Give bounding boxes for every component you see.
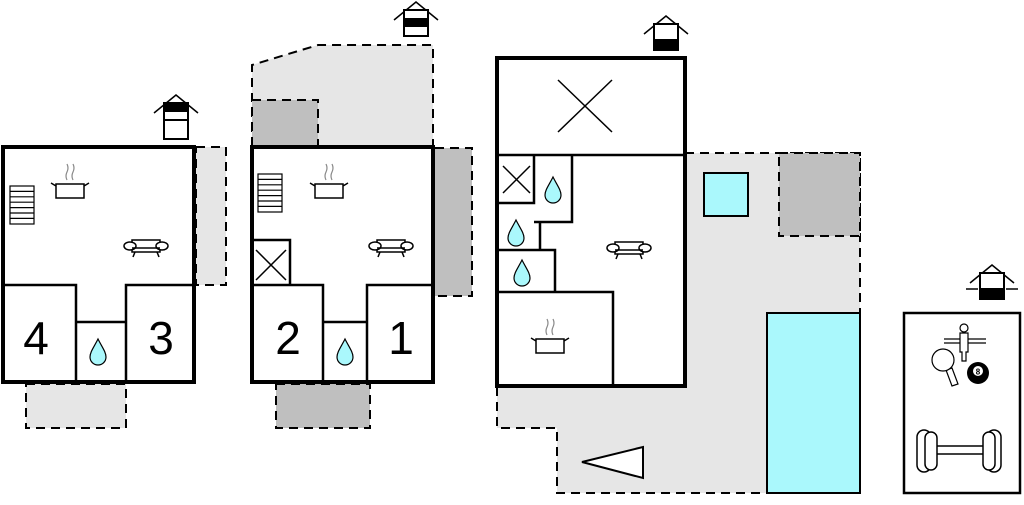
terrace-bottom — [25, 383, 127, 429]
billiard-ball-icon: 8 — [967, 362, 989, 384]
covered-terrace-bottom — [275, 383, 371, 429]
room-label-3: 3 — [148, 312, 174, 364]
x-mark-icon — [255, 249, 287, 281]
covered-terrace-right — [435, 148, 472, 296]
house-floor-icon — [969, 264, 1015, 300]
stairs-icon — [9, 185, 35, 225]
hot-tub — [703, 172, 749, 217]
house-floor-icon — [393, 1, 439, 37]
x-mark-icon — [557, 79, 613, 133]
house-floor-icon — [643, 15, 689, 51]
room-label-1: 1 — [388, 312, 414, 364]
direction-arrow-icon — [581, 445, 644, 480]
room-label-4: 4 — [23, 312, 49, 364]
billiard-ball-number: 8 — [976, 368, 981, 377]
table-football-icon — [944, 323, 986, 362]
terrace-right — [195, 146, 227, 286]
building-a: 4 3 — [1, 94, 227, 429]
covered-terrace-top — [251, 99, 319, 148]
house-floor-icon — [153, 94, 199, 140]
building-b: 2 1 — [250, 1, 473, 429]
dumbbell-icon — [916, 429, 1002, 473]
swimming-pool — [766, 312, 861, 494]
ping-pong-icon — [931, 348, 959, 387]
covered-terrace — [778, 152, 861, 237]
house-outline — [495, 56, 687, 388]
room-label-2: 2 — [275, 312, 301, 364]
building-c — [495, 15, 861, 494]
building-d: 8 — [902, 264, 1022, 495]
stairs-icon — [257, 173, 283, 213]
x-mark-icon — [502, 165, 531, 194]
